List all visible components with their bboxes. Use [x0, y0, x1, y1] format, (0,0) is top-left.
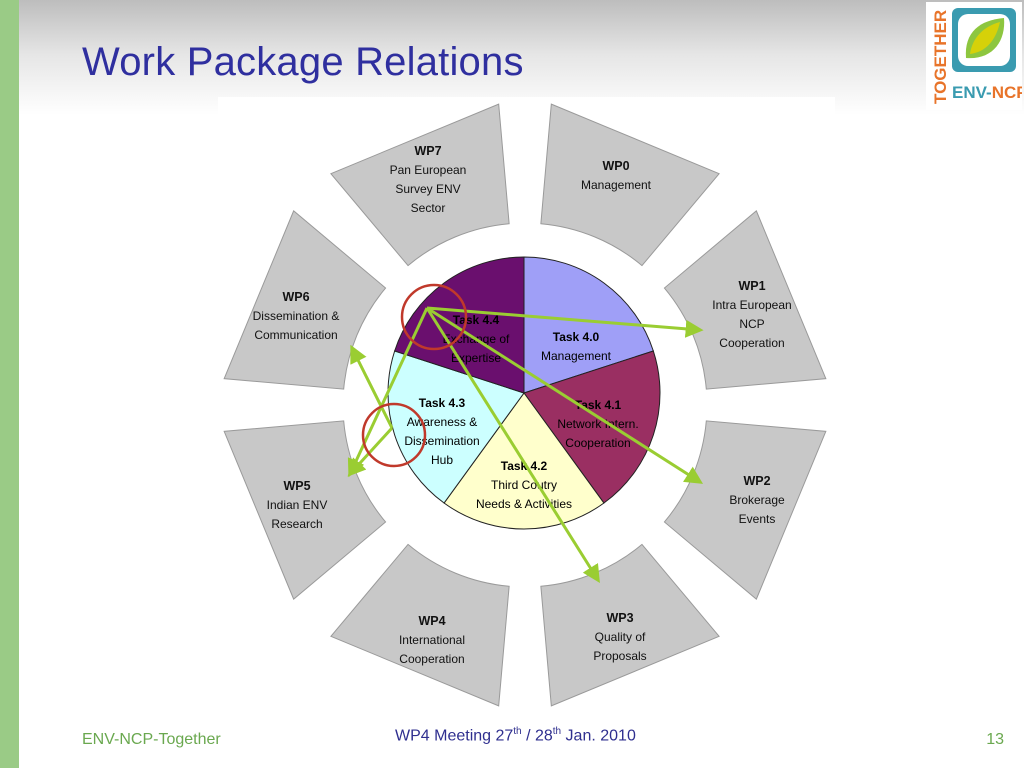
footer-meeting-info: WP4 Meeting 27th / 28th Jan. 2010	[395, 726, 636, 745]
relation-arrow-task-4-3-to-wp5	[347, 426, 394, 477]
task-line-task-4-0-1: Management	[541, 349, 612, 363]
svg-text:ENV-NCP: ENV-NCP	[952, 83, 1022, 102]
footer-project-name: ENV-NCP-Together	[82, 731, 221, 748]
task-line-task-4-1-2: Cooperation	[565, 436, 630, 450]
segment-title-wp6: WP6	[282, 290, 309, 304]
pie-slice-task-4-4	[394, 256, 525, 394]
segment-line-wp3-1: Quality of	[595, 630, 646, 644]
logo-vertical-text: TOGETHER	[931, 10, 950, 104]
pie-slice-task-4-3	[387, 350, 525, 504]
segment-title-wp1: WP1	[738, 279, 765, 293]
relation-arrow-task-4-3-to-wp6	[350, 344, 394, 429]
task-line-task-4-3-2: Dissemination	[404, 434, 479, 448]
relation-arrow-task-4-4-to-wp3	[425, 307, 600, 584]
segment-line-wp7-1: Pan European	[390, 163, 467, 177]
segment-line-wp1-3: Cooperation	[719, 336, 784, 350]
segment-shape-wp4	[330, 543, 510, 707]
segment-title-wp7: WP7	[414, 144, 441, 158]
footer-meeting-prefix: WP4 Meeting 27	[395, 727, 514, 745]
task-line-task-4-1-1: Network Intern.	[557, 417, 638, 431]
segment-line-wp2-2: Events	[739, 512, 776, 526]
task-title-task-4-2: Task 4.2	[501, 459, 548, 473]
task-title-task-4-0: Task 4.0	[553, 330, 600, 344]
footer-meeting-mid: / 28	[521, 727, 553, 745]
segment-line-wp0-1: Management	[581, 178, 652, 192]
segment-shape-wp7	[330, 103, 510, 267]
slide-title: Work Package Relations	[82, 40, 524, 84]
segment-line-wp4-2: Cooperation	[399, 652, 464, 666]
segment-shape-wp0	[540, 103, 720, 267]
pie-slice-task-4-0	[523, 256, 654, 394]
highlight-circle-task-4-4	[400, 283, 468, 351]
segment-title-wp2: WP2	[743, 474, 770, 488]
logo-text-env: ENV-	[952, 83, 992, 102]
segment-title-wp5: WP5	[283, 479, 310, 493]
relation-arrows	[347, 306, 704, 584]
segment-line-wp4-1: International	[399, 633, 465, 647]
segment-line-wp6-1: Dissemination &	[253, 309, 340, 323]
segment-title-wp4: WP4	[418, 614, 445, 628]
task-title-task-4-3: Task 4.3	[419, 396, 466, 410]
segment-line-wp7-2: Survey ENV	[395, 182, 460, 196]
relation-arrow-task-4-4-to-wp5	[347, 307, 429, 478]
footer-sup-2: th	[552, 726, 562, 737]
task-line-task-4-3-3: Hub	[431, 453, 453, 467]
segment-line-wp5-2: Research	[271, 517, 322, 531]
task-line-task-4-2-2: Needs & Activities	[476, 497, 572, 511]
page-number: 13	[986, 731, 1004, 748]
task-line-task-4-4-2: Expertise	[451, 351, 501, 365]
segment-line-wp2-1: Brokerage	[729, 493, 785, 507]
footer-sup-1: th	[513, 726, 522, 737]
segment-title-wp0: WP0	[602, 159, 629, 173]
segment-title-wp3: WP3	[606, 611, 633, 625]
task-line-task-4-3-1: Awareness &	[407, 415, 477, 429]
relation-arrow-task-4-4-to-wp2	[426, 306, 704, 484]
segment-line-wp1-1: Intra European	[712, 298, 791, 312]
segment-line-wp1-2: NCP	[739, 317, 764, 331]
segment-shape-wp1	[663, 210, 827, 390]
env-ncp-together-logo: TOGETHER ENV-NCP	[926, 2, 1022, 110]
segment-line-wp3-2: Proposals	[593, 649, 646, 663]
segment-line-wp7-3: Sector	[411, 201, 446, 215]
logo-text-ncp: NCP	[992, 83, 1022, 102]
task-title-task-4-4: Task 4.4	[453, 313, 500, 327]
left-accent-bar	[0, 0, 19, 768]
pie-slice-task-4-1	[523, 350, 661, 504]
relation-arrow-task-4-4-to-wp1	[426, 306, 704, 338]
highlight-circle-task-4-3	[361, 402, 427, 468]
segment-shape-wp6	[223, 210, 387, 390]
segment-line-wp6-2: Communication	[254, 328, 337, 342]
segment-line-wp5-1: Indian ENV	[267, 498, 328, 512]
highlight-circles	[361, 283, 468, 468]
footer-meeting-suffix: Jan. 2010	[561, 727, 636, 745]
task-line-task-4-2-1: Third Coutry	[491, 478, 557, 492]
task-pie-chart	[387, 256, 661, 530]
